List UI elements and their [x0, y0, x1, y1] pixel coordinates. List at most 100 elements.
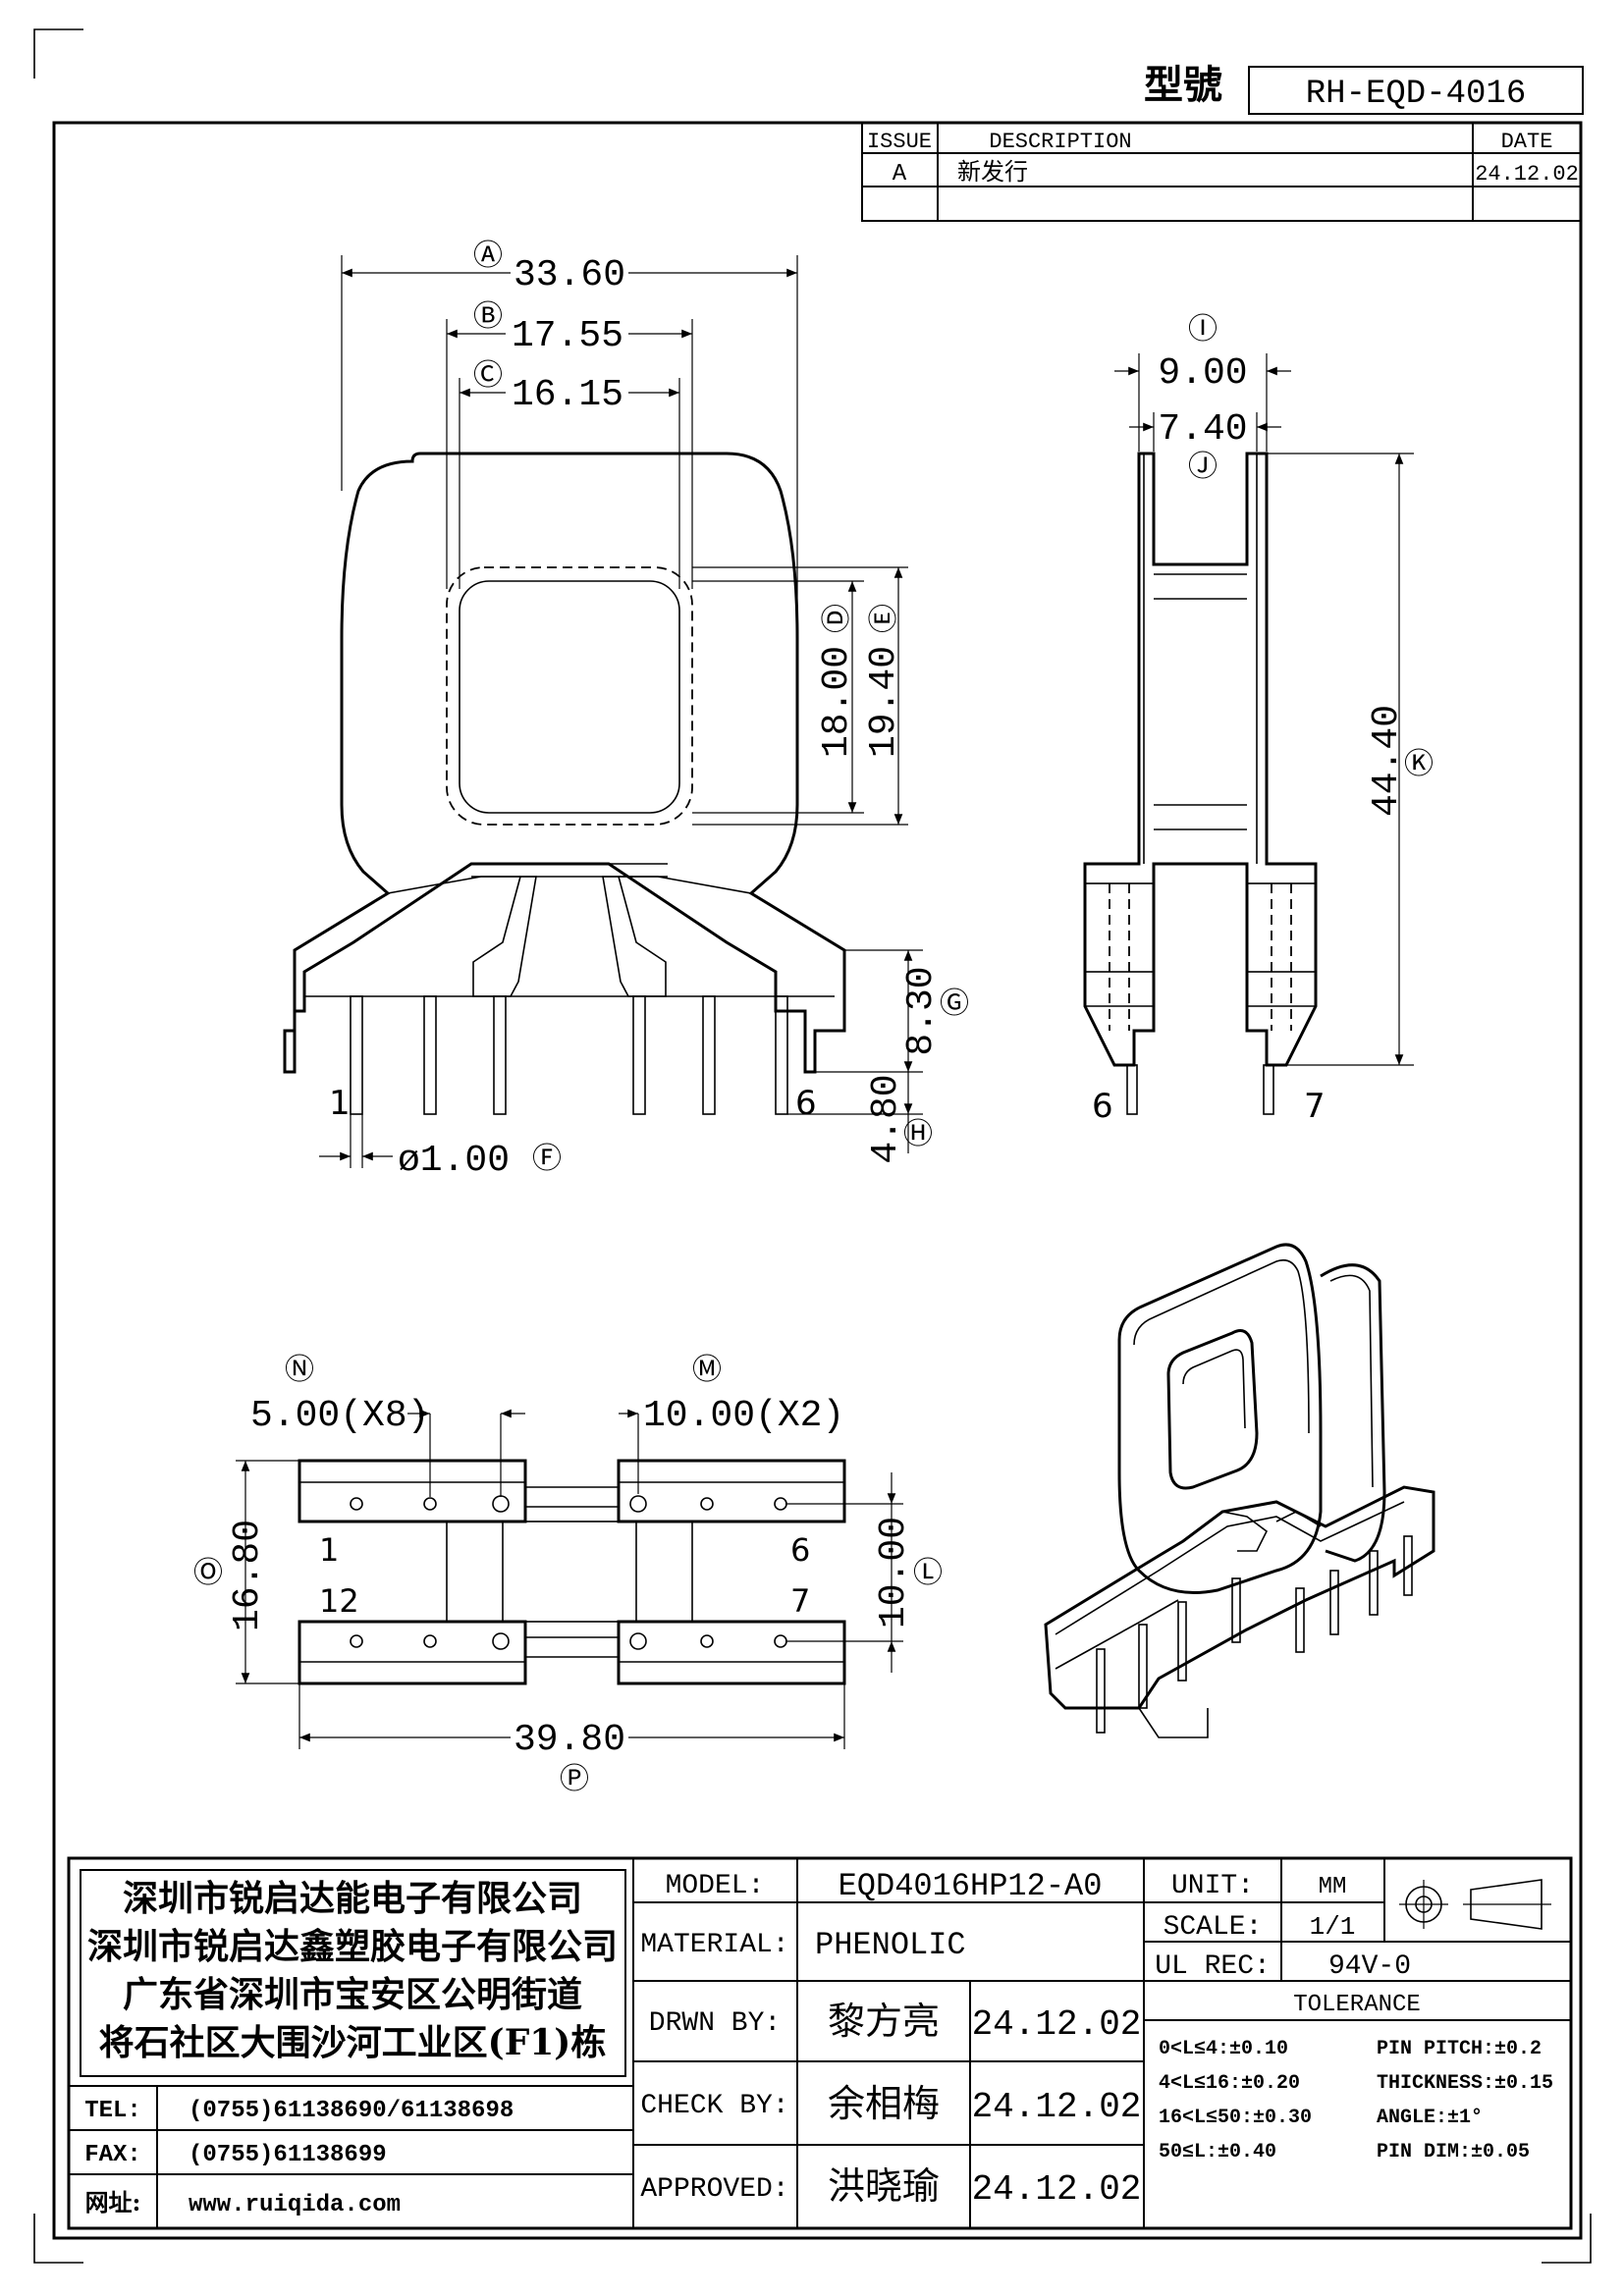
isometric-view — [1044, 1243, 1435, 1738]
dim-i-marker: Ⓘ — [1188, 312, 1218, 347]
title-block: 深圳市锐启达能电子有限公司 深圳市锐启达鑫塑胶电子有限公司 广东省深圳市宝安区公… — [67, 1856, 1573, 2230]
side-pin-7-label: 7 — [1304, 1087, 1326, 1126]
isometric-pins — [1096, 1535, 1413, 1734]
dim-m-value: 10.00(X2) — [643, 1395, 844, 1437]
dim-b-marker: Ⓑ — [473, 299, 503, 334]
dim-j-marker: Ⓙ — [1188, 450, 1218, 484]
dim-e-value: 19.40 — [863, 646, 905, 758]
model-value: EQD4016HP12-A0 — [839, 1868, 1103, 1904]
unit-label: UNIT: — [1171, 1871, 1254, 1901]
tel-value: (0755)61138690/61138698 — [189, 2098, 514, 2124]
side-view: 6 7 9.00 Ⓘ 7.40 Ⓙ 44.40 Ⓚ — [1083, 312, 1434, 1126]
check-label: CHECK BY: — [640, 2091, 788, 2121]
tolerance-right-3: ANGLE:±1° — [1377, 2107, 1483, 2129]
front-pins — [350, 995, 788, 1115]
tolerance-title: TOLERANCE — [1293, 1992, 1421, 2018]
side-pin-6-label: 6 — [1092, 1087, 1113, 1126]
scale-value: 1/1 — [1310, 1912, 1356, 1942]
dim-n-marker: Ⓝ — [285, 1353, 314, 1387]
rev-row-date: 24.12.02 — [1475, 162, 1579, 187]
corner-marks — [33, 28, 1592, 2264]
approved-name: 洪晓瑜 — [828, 2164, 940, 2208]
dim-h-value: 4.80 — [865, 1074, 907, 1163]
bottom-pin-6-label: 6 — [790, 1531, 810, 1569]
dim-a-marker: Ⓐ — [473, 239, 503, 273]
front-pin-6-label: 6 — [795, 1084, 817, 1123]
model-header: 型號 RH-EQD-4016 — [1144, 62, 1584, 115]
drawn-label: DRWN BY: — [649, 2008, 781, 2039]
front-view: 1 6 33.60 Ⓐ 17.55 Ⓑ 16.15 Ⓒ 18.00 19.40 … — [283, 239, 969, 1182]
drawn-date: 24.12.02 — [972, 2004, 1142, 2045]
dim-h-marker: Ⓗ — [903, 1117, 933, 1151]
ul-label: UL REC: — [1155, 1951, 1271, 1982]
company-line-2: 深圳市锐启达鑫塑胶电子有限公司 — [87, 1926, 618, 1967]
dim-f-marker: Ⓕ — [532, 1142, 562, 1176]
web-value: www.ruiqida.com — [189, 2192, 401, 2218]
rev-row-description: 新发行 — [957, 158, 1028, 186]
rev-row-issue: A — [893, 161, 907, 187]
dim-f-value: ø1.00 — [398, 1140, 510, 1182]
material-value: PHENOLIC — [815, 1927, 966, 1963]
ul-value: 94V-0 — [1328, 1951, 1411, 1982]
dim-g-marker: Ⓖ — [940, 987, 969, 1021]
model-label: MODEL: — [666, 1871, 765, 1901]
dim-m-marker: Ⓜ — [692, 1353, 722, 1387]
bottom-pin-7-label: 7 — [790, 1582, 810, 1620]
company-line-3: 广东省深圳市宝安区公明街道 — [123, 1974, 582, 2015]
model-header-value: RH-EQD-4016 — [1306, 76, 1526, 113]
dim-k-marker: Ⓚ — [1404, 747, 1434, 781]
check-date: 24.12.02 — [972, 2087, 1142, 2127]
fax-value: (0755)61138699 — [189, 2142, 387, 2168]
fax-label: FAX: — [84, 2142, 141, 2168]
front-pin-1-label: 1 — [329, 1084, 351, 1123]
dim-c-value: 16.15 — [512, 374, 623, 416]
projection-symbol-icon — [1399, 1879, 1551, 1930]
dim-o-value: 16.80 — [227, 1520, 269, 1631]
rev-header-description: DESCRIPTION — [989, 130, 1131, 154]
tolerance-right-4: PIN DIM:±0.05 — [1377, 2141, 1530, 2163]
dim-l-value: 10.00 — [873, 1517, 915, 1629]
tolerance-right-1: PIN PITCH:±0.2 — [1377, 2038, 1542, 2060]
dim-a-value: 33.60 — [514, 254, 625, 296]
company-line-4: 将石社区大围沙河工业区(F1)栋 — [99, 2022, 607, 2063]
dim-c-marker: Ⓒ — [473, 358, 503, 393]
dim-b-value: 17.55 — [512, 315, 623, 357]
bottom-view: 1 6 12 7 5.00(X8) Ⓝ 10.00(X2) Ⓜ 16.80 Ⓞ … — [193, 1353, 943, 1796]
revision-table: ISSUE DESCRIPTION DATE A 新发行 24.12.02 — [861, 122, 1582, 222]
approved-label: APPROVED: — [640, 2174, 788, 2205]
bottom-pin-holes — [350, 1495, 787, 1650]
unit-value: MM — [1319, 1874, 1347, 1900]
bottom-pin-1-label: 1 — [319, 1531, 339, 1569]
material-label: MATERIAL: — [640, 1930, 788, 1960]
dim-l-marker: Ⓛ — [913, 1556, 943, 1590]
rev-header-issue: ISSUE — [867, 130, 932, 154]
dim-j-value: 7.40 — [1158, 408, 1247, 451]
bottom-pin-12-label: 12 — [319, 1582, 359, 1620]
model-header-label: 型號 — [1144, 62, 1222, 108]
tolerance-left-3: 16<L≤50:±0.30 — [1159, 2107, 1312, 2129]
dim-g-value: 8.30 — [900, 966, 943, 1055]
company-line-1: 深圳市锐启达能电子有限公司 — [123, 1878, 582, 1919]
drawing-frame — [52, 121, 1583, 2240]
dim-e-marker: Ⓔ — [867, 604, 901, 633]
tolerance-left-2: 4<L≤16:±0.20 — [1159, 2072, 1300, 2095]
tolerance-left-4: 50≤L:±0.40 — [1159, 2141, 1276, 2163]
tolerance-left-1: 0<L≤4:±0.10 — [1159, 2038, 1288, 2060]
rev-header-date: DATE — [1501, 130, 1553, 154]
drawn-name: 黎方亮 — [828, 2000, 940, 2043]
dim-d-value: 18.00 — [816, 646, 858, 758]
dim-k-value: 44.40 — [1366, 705, 1408, 817]
tolerance-right-2: THICKNESS:±0.15 — [1377, 2072, 1553, 2095]
tel-label: TEL: — [84, 2098, 141, 2124]
scale-label: SCALE: — [1164, 1912, 1263, 1943]
dim-i-value: 9.00 — [1158, 352, 1247, 395]
dim-d-marker: Ⓓ — [820, 604, 854, 633]
dim-p-value: 39.80 — [514, 1719, 625, 1761]
dim-p-marker: Ⓟ — [560, 1762, 589, 1796]
check-name: 余相梅 — [828, 2082, 940, 2125]
dim-o-marker: Ⓞ — [193, 1556, 223, 1590]
dim-n-value: 5.00(X8) — [250, 1395, 429, 1437]
approved-date: 24.12.02 — [972, 2169, 1142, 2210]
web-label: 网址: — [85, 2188, 141, 2216]
